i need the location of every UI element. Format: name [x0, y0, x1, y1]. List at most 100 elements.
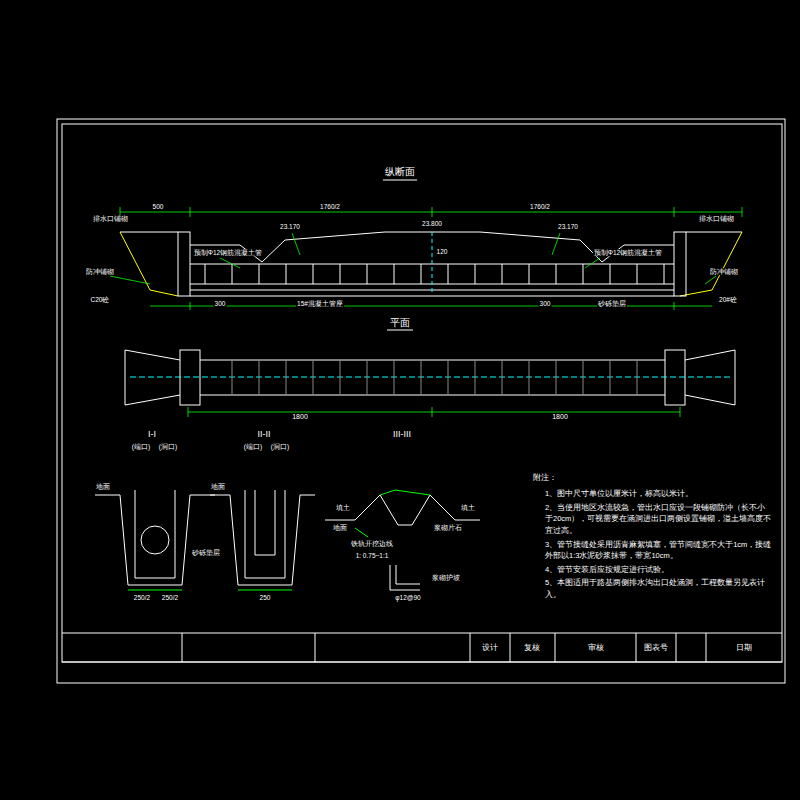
label-box: 复核 — [523, 643, 541, 652]
label-box: 1: 0.75~1:1 — [355, 552, 390, 559]
label-box: 排水口铺砌 — [92, 215, 129, 222]
heading-underline — [383, 180, 417, 330]
label-box: 铁轨开挖边线 — [350, 540, 394, 547]
drawing-label: φ12@90 — [394, 594, 421, 601]
label-box: III-III — [392, 429, 412, 439]
label-box: 地面 — [210, 483, 226, 490]
drawing-label: 浆砌护坡 — [431, 574, 461, 581]
inner-frame — [62, 124, 782, 662]
drawing-label: 日期 — [735, 643, 753, 652]
label-box: 250/2 — [133, 594, 151, 601]
label-box: 平面 — [389, 317, 411, 329]
label-box: 地面 — [95, 483, 111, 490]
label-box: φ12@90 — [394, 594, 421, 601]
drawing-label: 铁轨开挖边线 — [350, 540, 394, 547]
label-box: (端口) — [131, 443, 151, 450]
drawing-label: 预制Φ12钢筋混凝土管 — [593, 249, 663, 256]
drawing-label: 图表号 — [643, 643, 669, 652]
title-block — [62, 633, 782, 662]
label-box: 1760/2 — [529, 203, 551, 210]
drawing-label: II-II — [257, 429, 272, 439]
label-box: 120 — [436, 248, 449, 255]
drawing-label: 15#混凝土管座 — [296, 300, 344, 307]
drawing-label: 纵断面 — [384, 166, 416, 177]
label-box: 浆砌护坡 — [431, 574, 461, 581]
drawing-label: 防冲铺砌 — [709, 268, 739, 275]
drawing-label: 砂砾垫层 — [597, 300, 627, 307]
label-box: II-II — [257, 429, 272, 439]
drawing-label: (端口) — [131, 443, 151, 450]
drawing-label: 300 — [214, 300, 227, 307]
label-box: 1800 — [291, 413, 309, 421]
drawing-label: 地面 — [332, 524, 348, 531]
drawing-label: 23.170 — [557, 223, 579, 230]
drawing-label: 120 — [436, 248, 449, 255]
section-2 — [210, 490, 315, 590]
label-box: 300 — [214, 300, 227, 307]
drawing-label: C20砼 — [90, 296, 111, 303]
label-box: 地面 — [332, 524, 348, 531]
label-box: 审核 — [587, 643, 605, 652]
outer-frame — [57, 119, 785, 683]
note-text: 1、图中尺寸单位以厘米计，标高以米计。 — [545, 488, 773, 500]
label-box: 20#砼 — [718, 296, 738, 303]
label-box: 23.170 — [557, 223, 579, 230]
label-box: 防冲铺砌 — [709, 268, 739, 275]
drawing-label: 250/2 — [161, 594, 179, 601]
drawing-label: 1800 — [551, 413, 569, 420]
drawing-label: (洞口) — [158, 443, 178, 450]
drawing-label: 砂砾垫层 — [191, 549, 221, 556]
drawing-label: 250 — [259, 594, 272, 601]
section-3 — [325, 490, 480, 590]
drawing-label: III-III — [392, 429, 412, 439]
label-box: 填土 — [460, 504, 476, 511]
label-box: 砂砾垫层 — [597, 300, 627, 307]
drawing-label: 23.170 — [279, 223, 301, 230]
drawing-label: 1: 0.75~1:1 — [355, 552, 390, 559]
label-box: 23.800 — [421, 220, 443, 227]
note-text: 2、当使用地区水流较急，管出水口应设一段铺砌防冲（长不小于20cm），可视需要在… — [545, 502, 773, 537]
drawing-label: 1760/2 — [319, 203, 341, 210]
label-box: 250 — [259, 594, 272, 601]
label-box: 1800 — [551, 413, 569, 421]
drawing-label: 23.800 — [421, 220, 443, 227]
label-box: 设计 — [481, 643, 499, 652]
drawing-label: 20#砼 — [718, 296, 738, 303]
label-box: 500 — [152, 203, 165, 210]
label-box: 预制Φ12钢筋混凝土管 — [193, 249, 263, 256]
drawing-label: 防冲铺砌 — [85, 268, 115, 275]
drawing-label: 设计 — [481, 643, 499, 652]
notes-block: 1、图中尺寸单位以厘米计，标高以米计。 2、当使用地区水流较急，管出水口应设一段铺… — [545, 488, 773, 603]
section-1 — [95, 490, 215, 590]
label-box: 纵断面 — [384, 166, 416, 178]
label-box: (端口) — [243, 443, 263, 450]
drawing-label: 排水口铺砌 — [92, 215, 129, 222]
plan-view — [125, 350, 735, 405]
longitudinal-section — [120, 232, 742, 296]
dimension-lines — [110, 207, 742, 417]
drawing-label: (端口) — [243, 443, 263, 450]
drawing-label: 填土 — [460, 504, 476, 511]
note-text: 3、管节接缝处采用沥青麻絮填塞，管节间缝宽不大于1cm，接缝外部以1:3水泥砂浆… — [545, 539, 773, 562]
label-box: 浆砌片石 — [433, 524, 463, 531]
drawing-label: 预制Φ12钢筋混凝土管 — [193, 249, 263, 256]
label-box: 图表号 — [643, 643, 669, 652]
label-box: 300 — [539, 300, 552, 307]
label-box: 15#混凝土管座 — [296, 300, 344, 307]
label-box: 填土 — [335, 504, 351, 511]
label-box: 排水口铺砌 — [698, 215, 735, 222]
drawing-label: 填土 — [335, 504, 351, 511]
label-box: 防冲铺砌 — [85, 268, 115, 275]
drawing-label: 平面 — [389, 317, 411, 328]
drawing-label: 500 — [152, 203, 165, 210]
drawing-label: 附注： — [532, 473, 558, 482]
drawing-label: 地面 — [95, 483, 111, 490]
label-box: 预制Φ12钢筋混凝土管 — [593, 249, 663, 256]
drawing-label: 250/2 — [133, 594, 151, 601]
drawing-label: 300 — [539, 300, 552, 307]
drawing-label: 排水口铺砌 — [698, 215, 735, 222]
drawing-label: 1800 — [291, 413, 309, 420]
label-box: 附注： — [532, 473, 558, 482]
label-box: C20砼 — [90, 296, 111, 303]
